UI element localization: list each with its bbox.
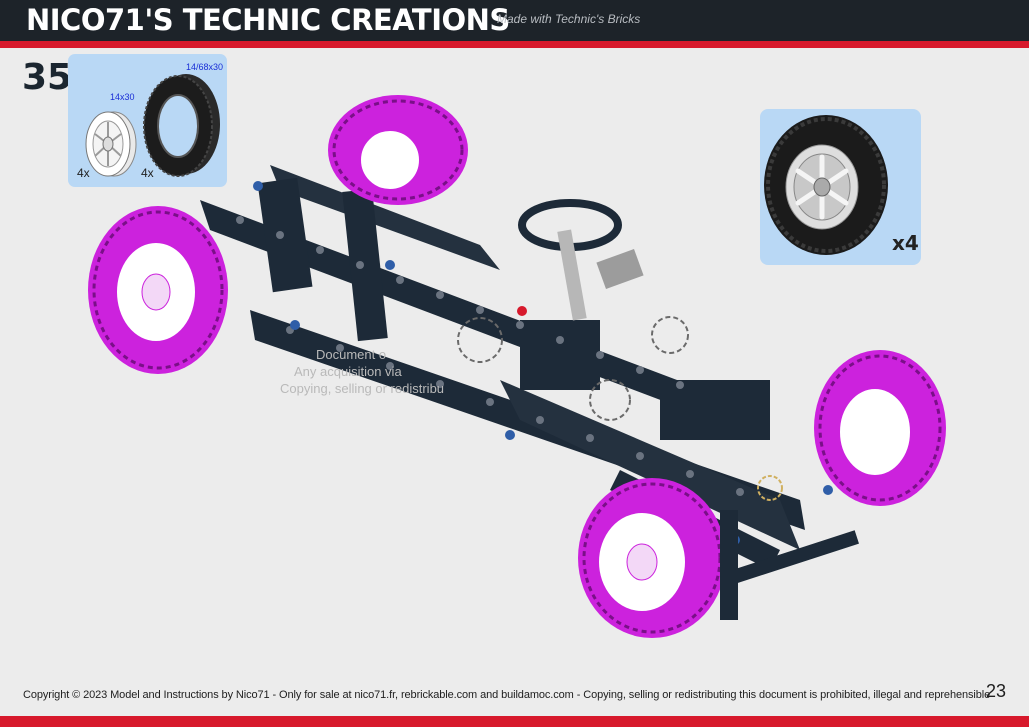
- callout-quantity: x4: [892, 231, 919, 255]
- parts-list-box: 14x30 14/68x30 4x 4x: [68, 54, 227, 187]
- step-number: 35: [22, 57, 73, 98]
- watermark-line: Copying, selling or redistribu: [280, 381, 445, 396]
- tire-part-quantity: 4x: [141, 166, 154, 180]
- rim-part-icon: [85, 111, 137, 177]
- header-bar: NICO71'S TECHNIC CREATIONS Made with Tec…: [0, 0, 1029, 41]
- tire-part-label: 14/68x30: [186, 62, 224, 72]
- footer-stripe: [0, 716, 1029, 727]
- header-stripe: [0, 41, 1029, 48]
- gears: [457, 316, 783, 501]
- watermark-line: Any acquisition via: [294, 364, 402, 379]
- brand-title: NICO71'S TECHNIC CREATIONS: [26, 3, 510, 37]
- wheel-rear-right: [814, 350, 946, 506]
- rim-part-quantity: 4x: [77, 166, 90, 180]
- rim-part-label: 14x30: [110, 92, 135, 102]
- steering-wheel: [518, 199, 644, 321]
- wheel-front-right: [578, 478, 726, 638]
- tire-part-icon: [143, 74, 220, 177]
- brand-subtitle: Made with Technic's Bricks: [497, 12, 641, 26]
- wheel-callout-box: x4: [760, 109, 921, 265]
- watermark: Document o Any acquisition via Copying, …: [280, 346, 520, 397]
- watermark-line: Document o: [316, 347, 387, 362]
- footer-copyright: Copyright © 2023 Model and Instructions …: [23, 689, 991, 701]
- page-number: 23: [986, 681, 1007, 701]
- wheel-icon: [764, 115, 888, 255]
- wheel-rear-left: [328, 95, 468, 205]
- model-illustration: [80, 80, 960, 660]
- parts-illustration: [85, 74, 220, 177]
- chassis-model-illustration: [88, 95, 946, 638]
- wheel-front-left: [88, 206, 228, 374]
